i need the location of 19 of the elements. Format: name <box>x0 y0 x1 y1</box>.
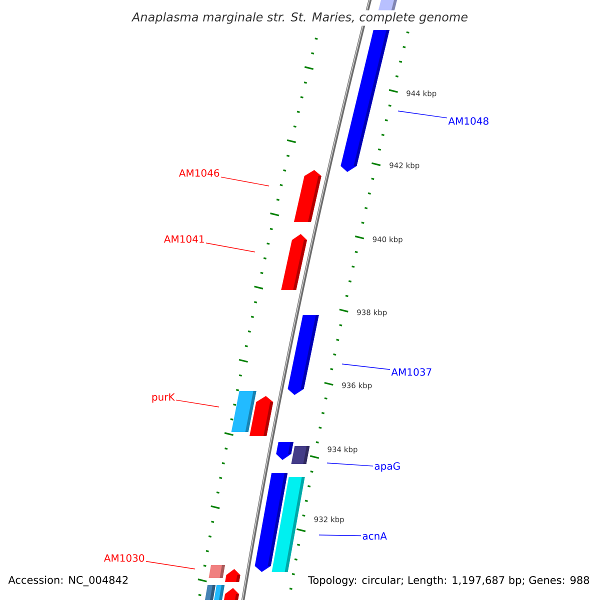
leader-line <box>342 364 390 370</box>
gene-label: acnA <box>362 532 387 540</box>
leader-line <box>220 176 270 186</box>
leader-line <box>326 462 374 466</box>
gene-label: AM1037 <box>391 368 432 376</box>
leader-line <box>398 110 448 118</box>
footer-text: Topology: circular; Length: 1,197,687 bp; Genes: 988 <box>308 576 590 586</box>
gene-label: AM1046 <box>178 169 220 177</box>
footer-text: Accession: NC_004842 <box>8 576 128 586</box>
leader-line <box>176 400 220 408</box>
leader-line <box>318 534 362 536</box>
gene-label: AM1030 <box>104 554 144 562</box>
gene-label: apaG <box>374 462 400 472</box>
gene-label: AM1041 <box>164 235 204 243</box>
title: Anaplasma marginale str. St. Maries, complete genome <box>130 10 470 26</box>
gene-label: purK <box>152 393 176 403</box>
leader-line <box>146 561 196 570</box>
leader-line <box>206 242 256 252</box>
gene-label: AM1048 <box>448 117 488 125</box>
